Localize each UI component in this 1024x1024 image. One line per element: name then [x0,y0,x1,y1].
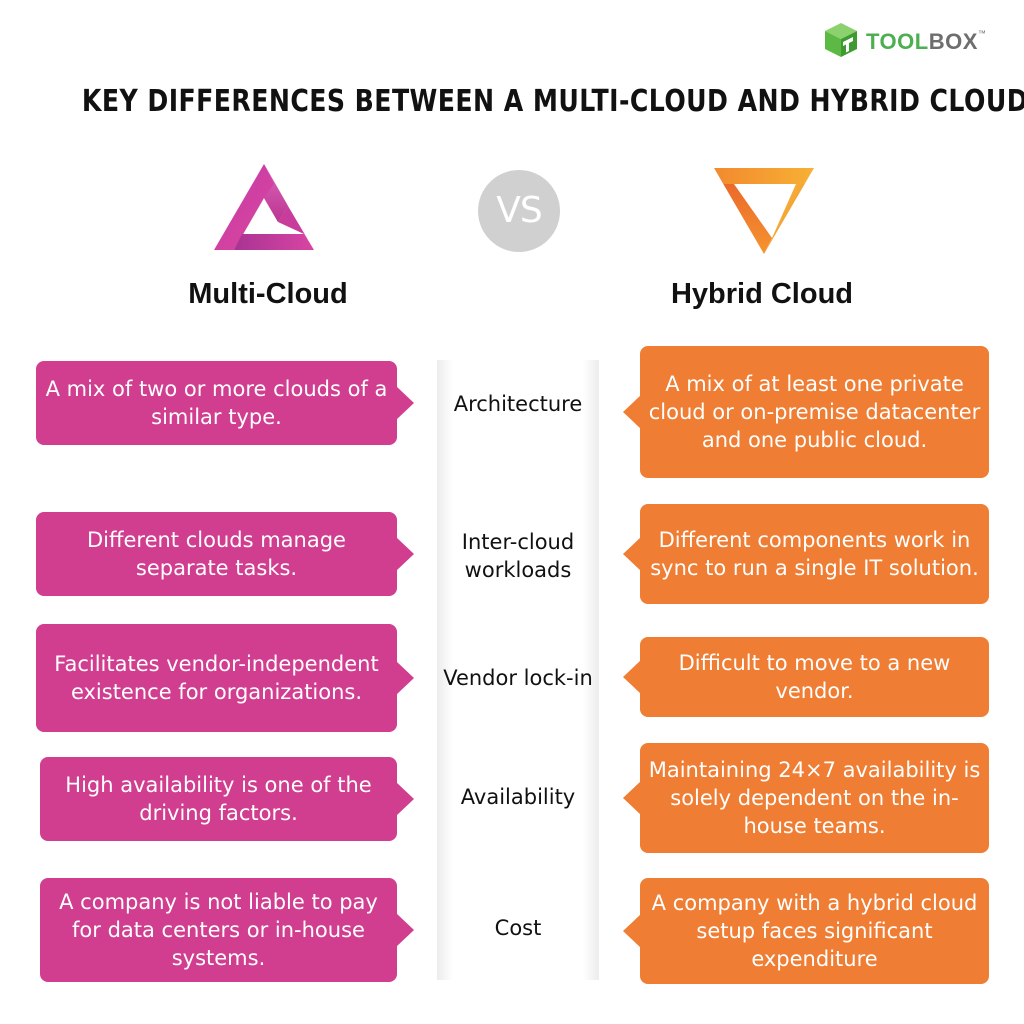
trademark-symbol: ™ [977,29,987,38]
hybrid-cloud-cost-box: A company with a hybrid cloud setup face… [623,878,989,984]
multi-cloud-vendor-lockin-box: Facilitates vendor-independent existence… [36,624,414,732]
vs-badge: VS [478,170,560,252]
multi-cloud-availability-text: High availability is one of the driving … [65,773,372,825]
toolbox-cube-icon [825,23,857,57]
hybrid-cloud-workloads-box: Different components work in sync to run… [623,504,989,604]
hybrid-cloud-workloads-text: Different components work in sync to run… [650,528,979,580]
multi-cloud-availability-box: High availability is one of the driving … [40,757,414,841]
hybrid-cloud-availability-box: Maintaining 24×7 availability is solely … [623,743,989,853]
logo-wordmark: TOOLBOX™ [866,29,986,55]
toolbox-logo: TOOLBOX™ [822,20,1002,60]
logo-word-tool: TOOL [866,29,929,54]
criterion-architecture: Architecture [453,392,583,416]
multi-cloud-vendor-lockin-text: Facilitates vendor-independent existence… [54,652,379,704]
hybrid-cloud-heading: Hybrid Cloud [670,278,854,310]
criterion-availability: Availability [460,785,576,809]
page-title: KEY DIFFERENCES BETWEEN A MULTI-CLOUD AN… [81,84,1024,119]
criterion-cost: Cost [494,916,542,940]
hybrid-cloud-vendor-lockin-text: Difficult to move to a new vendor. [678,651,951,703]
multi-cloud-workloads-box: Different clouds manage separate tasks. [36,512,414,596]
pink-triangle-icon [214,164,314,250]
hybrid-cloud-availability-text: Maintaining 24×7 availability is solely … [648,758,981,838]
criterion-inter-cloud-workloads: Inter-cloud workloads [461,530,575,582]
multi-cloud-architecture-box: A mix of two or more clouds of a similar… [36,361,414,445]
orange-inverted-triangle-icon [714,168,814,254]
hybrid-cloud-cost-text: A company with a hybrid cloud setup face… [651,891,978,971]
hybrid-cloud-vendor-lockin-box: Difficult to move to a new vendor. [623,637,989,717]
multi-cloud-architecture-text: A mix of two or more clouds of a similar… [45,377,388,429]
hybrid-cloud-architecture-text: A mix of at least one private cloud or o… [648,372,981,452]
logo-word-box: BOX [928,29,978,54]
criteria-column-background [437,360,599,980]
multi-cloud-cost-text: A company is not liable to pay for data … [59,890,378,970]
multi-cloud-heading: Multi-Cloud [188,278,348,310]
criterion-vendor-lock-in: Vendor lock-in [443,666,593,690]
multi-cloud-workloads-text: Different clouds manage separate tasks. [87,528,346,580]
multi-cloud-cost-box: A company is not liable to pay for data … [40,878,414,982]
hybrid-cloud-architecture-box: A mix of at least one private cloud or o… [623,346,989,478]
